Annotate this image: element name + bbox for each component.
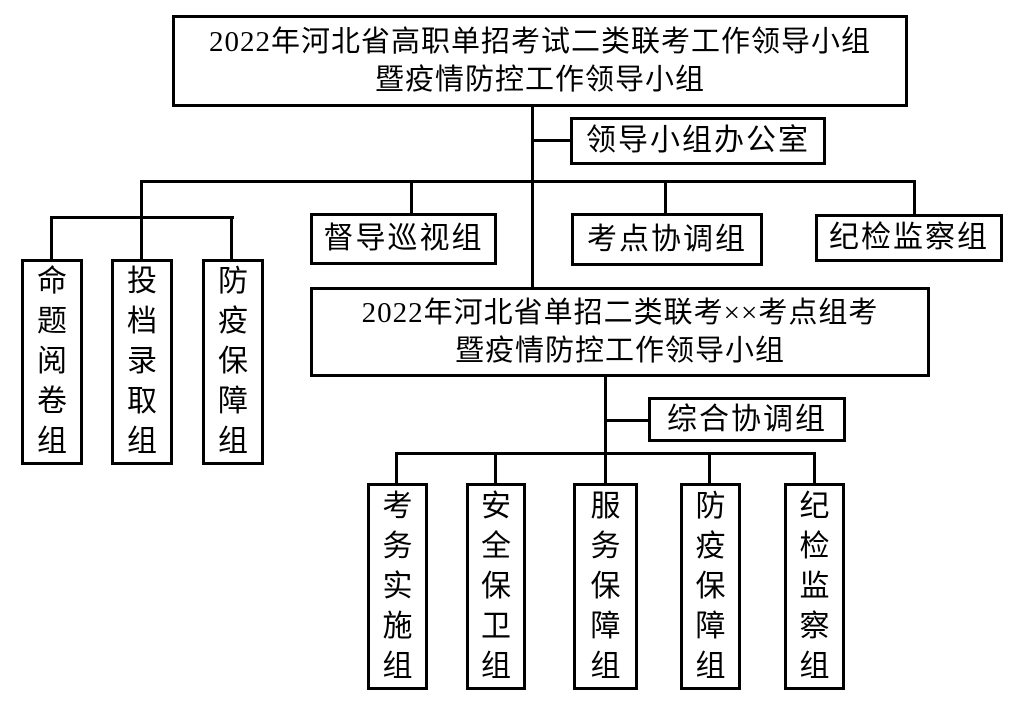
node-epidemic-support-left: 防疫保障组 [202, 259, 264, 465]
connector-office-horizontal [531, 139, 572, 142]
connector-site-root-vertical [604, 375, 607, 485]
node-supervision-inspection: 督导巡视组 [310, 213, 497, 265]
node-exam-implementation-label: 考务实施组 [382, 489, 413, 683]
node-epidemic-support-bottom: 防疫保障组 [680, 483, 741, 690]
node-filing-admission: 投档录取组 [111, 259, 173, 465]
node-discipline-top: 纪检监察组 [815, 214, 1003, 262]
connector-drop-filing [140, 216, 143, 261]
connector-drop-exam-implementation [395, 452, 398, 485]
node-epidemic-support-left-label: 防疫保障组 [218, 265, 248, 458]
node-proposition-marking-label: 命题阅卷组 [37, 265, 67, 458]
connector-drop-epidemic-left [230, 216, 233, 261]
node-supervision-inspection-label: 督导巡视组 [323, 222, 484, 255]
node-site-root-text: 2022年河北省单招二类联考××考点组考 暨疫情防控工作领导小组 [362, 294, 879, 370]
connector-drop-supervision [410, 180, 413, 215]
node-discipline-top-label: 纪检监察组 [829, 221, 989, 254]
connector-root-vertical [531, 106, 534, 289]
node-exam-implementation: 考务实施组 [367, 483, 428, 690]
node-epidemic-support-bottom-label: 防疫保障组 [695, 489, 726, 683]
connector-lower-horizontal [395, 452, 816, 455]
node-proposition-marking: 命题阅卷组 [21, 259, 83, 465]
connector-main-horizontal [140, 180, 916, 183]
node-site-root-line2: 暨疫情防控工作领导小组 [454, 335, 785, 367]
node-discipline-bottom: 纪检监察组 [784, 483, 845, 690]
connector-drop-discipline-bottom [813, 452, 816, 485]
node-root-line2: 暨疫情防控工作领导小组 [374, 64, 705, 96]
node-security-guard-label: 安全保卫组 [481, 489, 511, 683]
connector-drop-epidemic-bottom [708, 452, 711, 485]
node-filing-admission-label: 投档录取组 [127, 265, 157, 458]
node-site-coordination-label: 考点协调组 [587, 222, 747, 256]
connector-drop-site-coordination [664, 180, 667, 215]
node-general-coordination: 综合协调组 [648, 397, 846, 442]
node-office-label: 领导小组办公室 [586, 124, 810, 157]
node-office: 领导小组办公室 [570, 117, 826, 165]
node-root-line1: 2022年河北省高职单招考试二类联考工作领导小组 [208, 26, 871, 58]
node-service-support: 服务保障组 [573, 483, 638, 690]
connector-drop-discipline-top [913, 180, 916, 217]
node-root: 2022年河北省高职单招考试二类联考工作领导小组 暨疫情防控工作领导小组 [172, 15, 908, 107]
node-site-root: 2022年河北省单招二类联考××考点组考 暨疫情防控工作领导小组 [310, 287, 930, 377]
connector-drop-proposition [50, 216, 53, 261]
node-service-support-label: 服务保障组 [590, 489, 621, 683]
node-general-coordination-label: 综合协调组 [667, 402, 827, 436]
connector-drop-security [494, 452, 497, 485]
connector-left-cluster-drop [140, 180, 143, 219]
node-site-root-line1: 2022年河北省单招二类联考××考点组考 [361, 297, 879, 329]
node-discipline-bottom-label: 纪检监察组 [799, 489, 830, 683]
node-site-coordination: 考点协调组 [571, 213, 763, 266]
node-security-guard: 安全保卫组 [466, 483, 526, 690]
connector-general-coordination-horizontal [604, 419, 651, 422]
node-root-text: 2022年河北省高职单招考试二类联考工作领导小组 暨疫情防控工作领导小组 [209, 23, 871, 99]
